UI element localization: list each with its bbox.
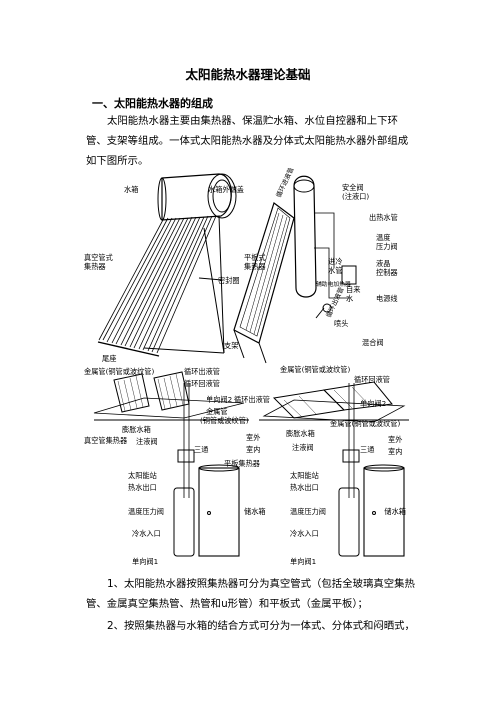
label-br-loop-out: 循环出液管 bbox=[234, 395, 270, 404]
label-bl-check-valve2: 单向阀2 bbox=[206, 395, 232, 404]
label-power-line: 电源线 bbox=[376, 294, 398, 303]
label-br-indoor: 室内 bbox=[388, 447, 402, 456]
label-br-metal-pipe2: 金属管(铜管或波纹管) bbox=[330, 419, 400, 428]
label-br-hot-outlet: 热水出口 bbox=[290, 483, 319, 492]
split-heater-drawing bbox=[233, 175, 357, 364]
section-heading: 一、太阳能热水器的组成 bbox=[92, 97, 213, 110]
label-bl-tp-valve: 温度压力阀 bbox=[128, 507, 164, 516]
figure-labels: 水箱 水箱外端盖 真空管式集热器 密封圈 支架 尾座 安全阀(注液口) 出热水管… bbox=[84, 168, 406, 566]
label-flat-collector: 平板式集热器 bbox=[244, 253, 266, 271]
label-br-tp-valve: 温度压力阀 bbox=[290, 507, 326, 516]
label-br-solar-station: 太阳能站 bbox=[290, 471, 319, 480]
label-bl-outdoor: 室外 bbox=[246, 433, 260, 442]
label-seal-ring: 密封圈 bbox=[218, 276, 240, 285]
label-bl-check-valve1: 单向阀1 bbox=[132, 557, 158, 566]
label-br-expansion-tank: 膨胀水箱 bbox=[286, 429, 315, 438]
label-bl-indoor: 室内 bbox=[246, 445, 260, 454]
item2-paragraph: 2、按照集热器与水箱的结合方式可分为一体式、分体式和闷晒式， bbox=[86, 616, 416, 636]
label-br-metal-pipe: 金属管(铜管或波纹管) bbox=[280, 365, 350, 374]
label-lcd-controller: 液晶控制器 bbox=[376, 259, 398, 277]
label-bl-cold-inlet: 冷水入口 bbox=[132, 529, 161, 538]
label-bl-vac-collector: 真空管集热器 bbox=[84, 436, 127, 445]
label-end-cover: 水箱外端盖 bbox=[208, 185, 244, 194]
label-bl-expansion-tank: 膨胀水箱 bbox=[122, 425, 151, 434]
label-br-flat-collector: 平板集热器 bbox=[224, 459, 260, 468]
label-mix-valve: 混合阀 bbox=[362, 338, 384, 347]
label-br-outdoor: 室外 bbox=[388, 435, 402, 444]
label-vacuum-collector: 真空管式集热器 bbox=[84, 253, 113, 271]
label-loop-in: 循环进液管 bbox=[274, 168, 296, 199]
label-bl-metal-pipe: 金属管(铜管或波纹管) bbox=[84, 367, 154, 376]
integrated-heater-drawing bbox=[97, 173, 237, 357]
label-cold-inlet: 进冷水管 bbox=[328, 257, 342, 275]
label-safety-valve: 安全阀(注液口) bbox=[342, 183, 369, 201]
label-bl-loop-back: 循环回液管 bbox=[184, 379, 220, 388]
item2-text: 2、按照集热器与水箱的结合方式可分为一体式、分体式和闷晒式， bbox=[107, 620, 415, 632]
page-title: 太阳能热水器理论基础 bbox=[185, 67, 311, 82]
label-tail-seat: 尾座 bbox=[102, 354, 116, 363]
item1-paragraph: 1、太阳能热水器按照集热器可分为真空管式（包括全玻璃真空集热管、金属真空集热管、… bbox=[86, 574, 416, 614]
label-br-loop-back: 循环回液管 bbox=[354, 375, 390, 384]
label-aux-heater: 辅助电加热器 bbox=[316, 280, 351, 288]
label-shower: 喷头 bbox=[334, 319, 348, 328]
label-water-tank: 水箱 bbox=[124, 185, 138, 194]
label-loop-out: 循环出液管 bbox=[324, 285, 346, 319]
label-br-check-valve2: 单向阀2 bbox=[360, 399, 386, 408]
label-bl-loop-out: 循环出液管 bbox=[184, 367, 220, 376]
label-br-three-way: 三通 bbox=[360, 445, 374, 454]
label-bl-hot-outlet: 热水出口 bbox=[128, 483, 157, 492]
label-bl-solar-station: 太阳能站 bbox=[128, 471, 157, 480]
label-bl-metal-pipe2: 金属管(铜管或波纹管) bbox=[200, 407, 249, 425]
intro-text: 太阳能热水器主要由集热器、保温贮水箱、水位自控器和上下环管、支架等组成。一体式太… bbox=[86, 115, 409, 167]
item1-text: 1、太阳能热水器按照集热器可分为真空管式（包括全玻璃真空集热管、金属真空集热管、… bbox=[86, 578, 415, 610]
label-tap-water: 自来水 bbox=[346, 285, 360, 303]
label-bl-three-way: 三通 bbox=[194, 445, 208, 454]
label-bl-storage-tank: 储水箱 bbox=[244, 507, 266, 516]
label-br-fill-valve: 注液阀 bbox=[292, 443, 314, 452]
intro-paragraph: 太阳能热水器主要由集热器、保温贮水箱、水位自控器和上下环管、支架等组成。一体式太… bbox=[86, 111, 416, 171]
solar-heater-figure: 水箱 水箱外端盖 真空管式集热器 密封圈 支架 尾座 安全阀(注液口) 出热水管… bbox=[84, 168, 409, 566]
label-br-storage-tank: 储水箱 bbox=[384, 507, 406, 516]
label-hot-outlet: 出热水管 bbox=[369, 213, 398, 222]
label-br-check-valve1: 单向阀1 bbox=[290, 557, 316, 566]
label-bracket: 支架 bbox=[224, 341, 238, 350]
label-bl-fill-valve: 注液阀 bbox=[136, 437, 158, 446]
label-br-cold-inlet: 冷水入口 bbox=[290, 529, 319, 538]
split-systems-drawing bbox=[93, 371, 409, 557]
label-tp-valve: 温度压力阀 bbox=[376, 233, 398, 251]
